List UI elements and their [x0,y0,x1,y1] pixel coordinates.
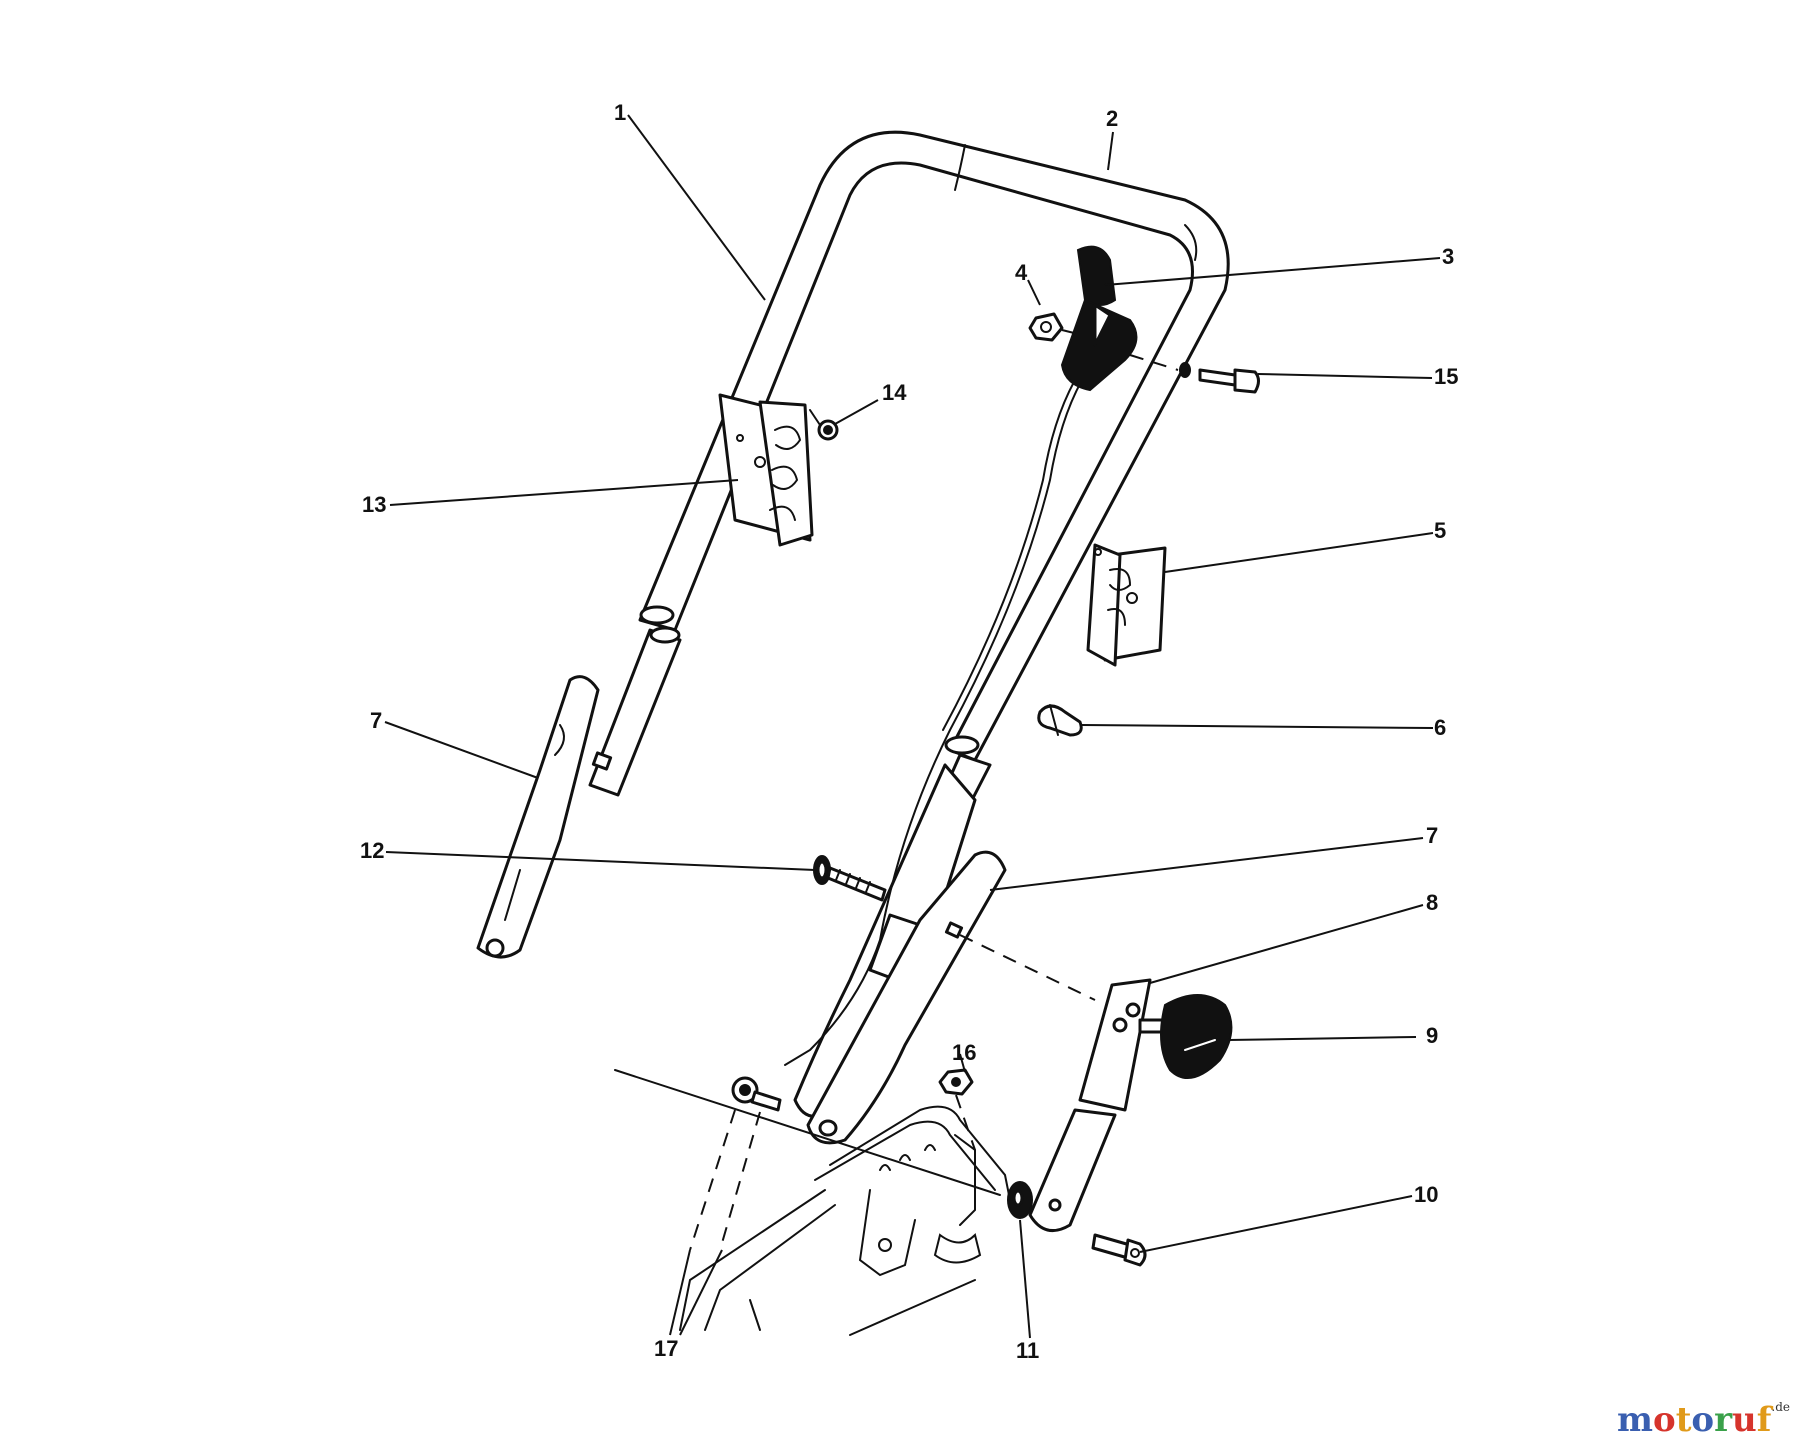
callout-16: 16 [952,1040,976,1065]
mower-deck-housing [614,1069,1011,1336]
screw-14 [809,409,839,441]
callout-1: 1 [614,100,626,125]
watermark-letter: f [1756,1400,1772,1440]
knob-9 [1138,994,1233,1079]
bracket-5 [1086,543,1167,667]
nut-4 [1028,312,1079,342]
bracket-13 [718,393,814,547]
bolt-15 [1179,362,1260,394]
watermark-letter: t [1675,1400,1692,1440]
callout-12: 12 [360,838,384,863]
callout-8: 8 [1426,890,1438,915]
left-brace [476,675,600,959]
callout-13: 13 [362,492,386,517]
leader-lines [384,114,1441,1253]
watermark-tld: .de [1771,1400,1790,1414]
throttle-cable [784,379,1083,1066]
bolt-10 [1091,1233,1147,1267]
carriage-bolt-12 [813,855,887,902]
callout-10: 10 [1414,1182,1438,1207]
left-lower-handle [588,626,682,797]
motoruf-watermark-logo: motoruf.de [1617,1400,1790,1440]
watermark-letter: r [1714,1400,1733,1440]
upper-handle [638,130,1230,762]
callout-17: 17 [654,1336,678,1361]
callout-9: 9 [1426,1023,1438,1048]
callout-2: 2 [1106,106,1118,131]
callout-15: 15 [1434,364,1458,389]
bracket-plate-8 [1028,978,1152,1233]
bolt-17 [689,1076,782,1251]
watermark-letter: o [1653,1400,1676,1440]
right-brace [806,850,1007,1145]
callout-11: 11 [1016,1338,1039,1363]
callout-6: 6 [1434,715,1446,740]
callout-3: 3 [1442,244,1454,269]
clip-6 [1037,704,1083,737]
watermark-letter: u [1732,1400,1757,1440]
callout-labels: 1 2 3 4 5 6 7 7 8 9 10 11 12 13 14 15 16… [360,100,1458,1363]
callout-7-right: 7 [1426,823,1438,848]
watermark-letter: o [1691,1400,1715,1440]
washer-11 [1007,1181,1033,1219]
watermark-letter: m [1617,1400,1653,1440]
callout-4: 4 [1015,260,1028,285]
throttle-control [1060,245,1138,392]
callout-14: 14 [882,380,907,405]
callout-5: 5 [1434,518,1446,543]
callout-7-left: 7 [370,708,382,733]
